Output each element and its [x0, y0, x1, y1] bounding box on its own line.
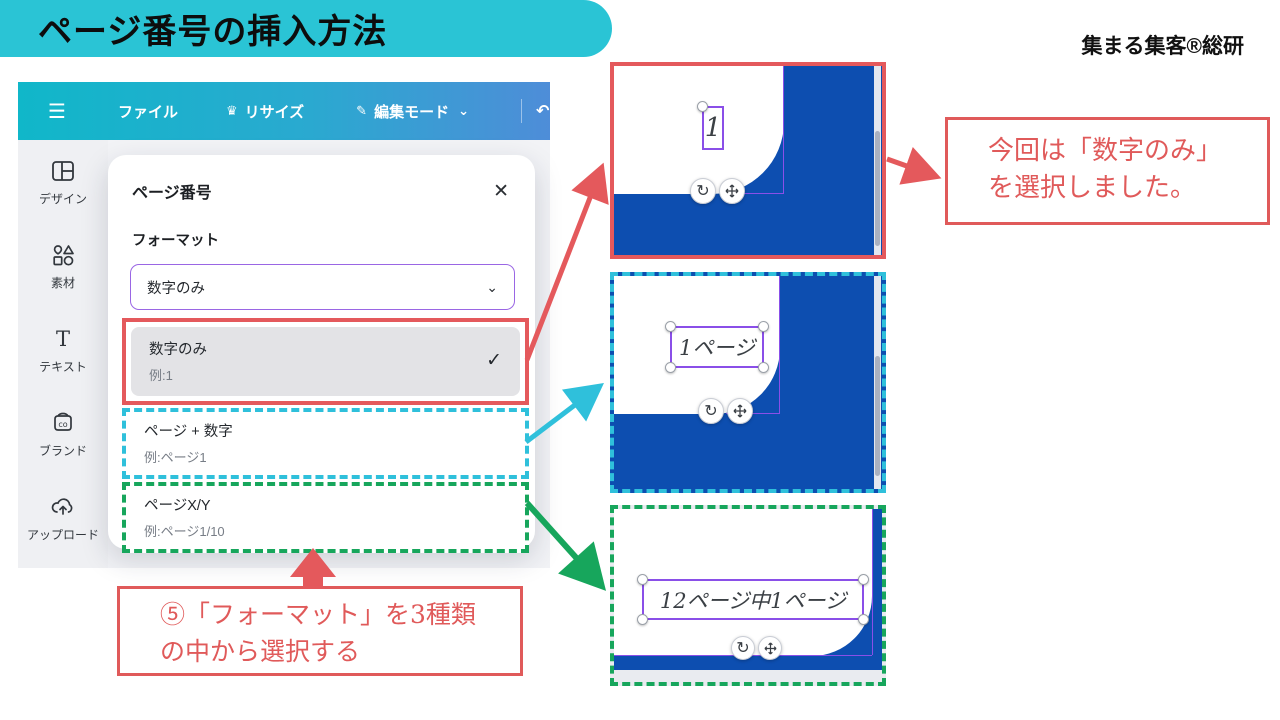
close-icon[interactable]: ✕ [493, 180, 509, 202]
page-title: ページ番号の挿入方法 [38, 13, 388, 51]
file-menu-button[interactable]: ファイル [117, 103, 178, 121]
svg-text:T: T [56, 327, 70, 351]
preview-numbers-only: 1 ↻ [610, 62, 886, 259]
edit-mode-button[interactable]: ✎ 編集モード ⌄ [356, 103, 469, 121]
sidebar-item-design[interactable]: デザイン [18, 140, 108, 224]
crown-icon: ♛ [225, 103, 238, 118]
preview-page-x-of-y: 12ページ中1ページ ↻ [610, 505, 886, 686]
rotate-icon[interactable]: ↻ [698, 398, 724, 424]
page-number-panel: ページ番号 ✕ フォーマット 数字のみ ⌄ 数字のみ 例:1 ✓ ページ + 数… [108, 155, 535, 553]
arrow-preview1-to-note [886, 146, 942, 185]
design-icon [52, 160, 74, 181]
resize-button[interactable]: ♛ リサイズ [225, 103, 305, 121]
panel-title: ページ番号 [132, 185, 212, 202]
selection-handle[interactable] [758, 321, 769, 332]
sidebar-item-text[interactable]: T テキスト [39, 326, 87, 374]
annotation-step-note: ⑤「フォーマット」を3種類 の中から選択する [117, 586, 523, 676]
scrollbar-thumb[interactable] [875, 356, 880, 476]
selection-handle[interactable] [637, 614, 648, 625]
rotate-icon[interactable]: ↻ [690, 178, 716, 204]
annotation-red-box-option: 数字のみ 例:1 ✓ [122, 318, 529, 405]
move-icon[interactable] [719, 178, 745, 204]
menu-icon[interactable]: ☰ [48, 100, 66, 123]
sidebar-item-brand[interactable]: co ブランド [18, 392, 108, 476]
move-icon[interactable] [758, 636, 782, 660]
page-number-element[interactable]: 1 [697, 101, 724, 150]
selection-handle[interactable] [637, 574, 648, 585]
selection-handle[interactable] [665, 362, 676, 373]
selection-handle[interactable] [858, 614, 869, 625]
scrollbar-thumb[interactable] [875, 131, 880, 246]
format-select[interactable]: 数字のみ ⌄ [130, 264, 515, 310]
option-page-x-of-y[interactable]: ページX/Y 例:ページ1/10 [122, 482, 529, 553]
option-numbers-only[interactable]: 数字のみ 例:1 ✓ [131, 327, 520, 396]
format-select-value: 数字のみ [147, 280, 205, 297]
chevron-down-icon: ⌄ [458, 103, 469, 118]
sidebar-item-upload[interactable]: アップロード [18, 476, 108, 560]
toolbar-divider [521, 99, 522, 123]
scrollbar-track[interactable] [874, 276, 881, 489]
check-icon: ✓ [486, 350, 502, 371]
move-icon[interactable] [727, 398, 753, 424]
chevron-down-icon: ⌄ [486, 278, 498, 295]
brand-icon: co [54, 412, 72, 431]
page-number-element[interactable]: 1ページ [665, 321, 769, 373]
slide-blue-strip [614, 656, 882, 670]
undo-icon[interactable]: ↶ [536, 103, 550, 120]
upload-icon [51, 497, 73, 515]
annotation-selected-note: 今回は「数字のみ」 を選択しました。 [945, 117, 1270, 225]
rotate-icon[interactable]: ↻ [731, 636, 755, 660]
editor-toolbar: ☰ ファイル ♛ リサイズ ✎ 編集モード ⌄ ↶ [18, 82, 550, 140]
selection-handle[interactable] [858, 574, 869, 585]
selection-handle[interactable] [697, 101, 708, 112]
slide-white-shape [614, 66, 784, 194]
option-page-plus-number[interactable]: ページ + 数字 例:ページ1 [122, 408, 529, 479]
scrollbar-track[interactable] [874, 66, 881, 255]
brand-logo-text: 集まる集客®総研 [1081, 35, 1244, 58]
page-number-element[interactable]: 12ページ中1ページ [637, 574, 869, 625]
selection-handle[interactable] [665, 321, 676, 332]
selection-guide [726, 276, 780, 414]
svg-text:co: co [58, 420, 67, 429]
preview-page-plus-number: 1ページ ↻ [610, 272, 886, 493]
format-label: フォーマット [132, 233, 219, 249]
elements-icon [53, 244, 74, 266]
text-icon: T [56, 327, 70, 351]
selection-handle[interactable] [758, 362, 769, 373]
title-banner: ページ番号の挿入方法 [0, 0, 612, 57]
selection-guide [729, 66, 784, 194]
sidebar-item-elements[interactable]: 素材 [18, 224, 108, 308]
selection-guide [872, 509, 873, 655]
editor-sidebar: デザイン 素材 T テキスト co ブランド [18, 140, 108, 568]
pencil-icon: ✎ [356, 103, 368, 118]
